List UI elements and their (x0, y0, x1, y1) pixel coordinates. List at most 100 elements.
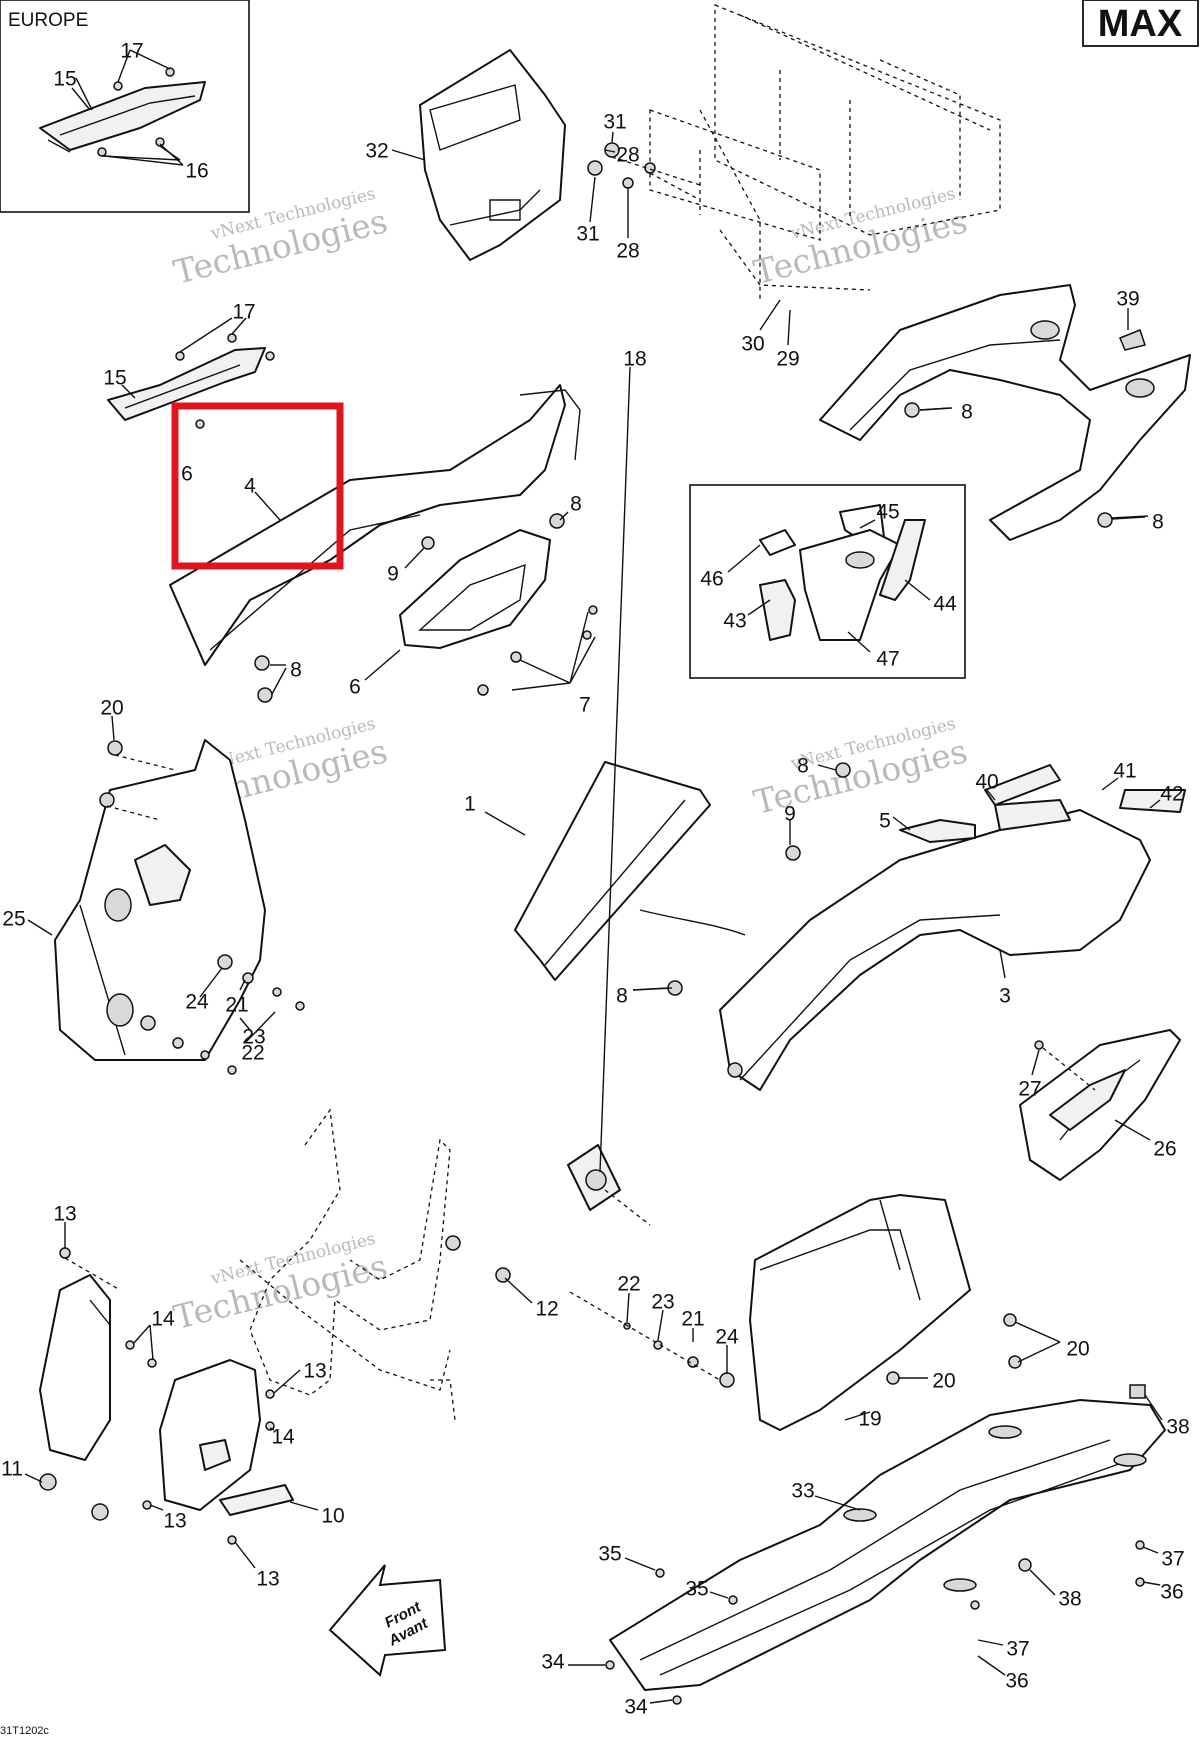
callout-leader-line (999, 949, 1006, 979)
callout-15: 15 (53, 68, 76, 91)
callout-15: 15 (103, 367, 126, 390)
callout-33: 33 (791, 1480, 814, 1503)
callout-38: 38 (1166, 1416, 1189, 1439)
callout-13: 13 (256, 1568, 279, 1591)
part-19-panel (749, 1194, 971, 1431)
callout-32: 32 (365, 140, 388, 163)
callout-40: 40 (975, 771, 998, 794)
callout-leader-line (1014, 1321, 1061, 1343)
part-15-trim (107, 347, 266, 421)
callout-1: 1 (464, 793, 476, 816)
callout-8: 8 (290, 659, 302, 682)
callout-4: 4 (244, 475, 256, 498)
callout-47: 47 (876, 648, 899, 671)
callout-13: 13 (163, 1510, 186, 1533)
part-6-side-trim (399, 529, 551, 649)
callout-17: 17 (120, 40, 143, 63)
front-direction-arrow: Front Avant (328, 1564, 447, 1677)
callout-leader-line (559, 511, 569, 521)
callout-leader-line (24, 1473, 43, 1483)
part-headlight-housing-right (159, 1359, 261, 1511)
callout-5: 5 (879, 810, 891, 833)
callout-leader-line (289, 1501, 319, 1511)
callout-leader-line (504, 1277, 533, 1304)
callout-18: 18 (623, 348, 646, 371)
callout-leader-line (859, 519, 876, 529)
callout-23: 23 (651, 1291, 674, 1314)
callout-34: 34 (541, 1651, 565, 1674)
callout-leader-line (759, 299, 781, 331)
callout-leader-line (1114, 1119, 1151, 1141)
callout-41: 41 (1113, 760, 1136, 783)
callout-35: 35 (598, 1543, 621, 1566)
callout-leader-line (239, 979, 246, 991)
callout-37: 37 (1161, 1548, 1184, 1571)
callout-31: 31 (576, 223, 599, 246)
callout-leader-line (132, 1324, 151, 1345)
callout-8: 8 (570, 493, 582, 516)
callout-leader-line (269, 1427, 275, 1431)
callout-45: 45 (876, 501, 899, 524)
callout-8: 8 (797, 755, 809, 778)
callout-leader-line (104, 155, 184, 166)
callout-37: 37 (1006, 1638, 1029, 1661)
callout-leader-line (27, 919, 53, 936)
callout-leader-line (121, 384, 136, 399)
callout-leader-line (569, 611, 589, 684)
highlight-box (171, 402, 344, 570)
callout-3: 3 (999, 985, 1011, 1008)
callout-13: 13 (53, 1203, 76, 1226)
callout-leader-line (254, 491, 281, 521)
callout-27: 27 (1018, 1078, 1041, 1101)
callout-leader-line (657, 1309, 664, 1341)
callout-leader-line (1142, 1581, 1161, 1586)
part-4-side-panel (169, 384, 581, 666)
callout-leader-line (747, 599, 771, 616)
callout-leader-line (244, 1011, 276, 1044)
callout-leader-line (1144, 1394, 1163, 1421)
callout-20: 20 (100, 697, 123, 720)
callout-11: 11 (1, 1458, 23, 1481)
callout-36: 36 (1005, 1670, 1028, 1693)
callout-leader-line (199, 967, 223, 998)
callout-leader-line (149, 1504, 164, 1511)
detail-inset-43-47 (689, 484, 966, 679)
callout-34: 34 (624, 1696, 648, 1719)
callout-24: 24 (185, 991, 209, 1014)
callout-36: 36 (1160, 1581, 1183, 1604)
callout-23: 23 (242, 1026, 265, 1049)
callout-leader-line (604, 149, 616, 153)
callout-30: 30 (741, 333, 764, 356)
part-headlight-housing-left (39, 1274, 111, 1461)
callout-24: 24 (715, 1326, 739, 1349)
callout-leader-line (986, 789, 996, 801)
callout-leader-line (904, 579, 931, 601)
callout-leader-line (977, 1639, 1004, 1646)
callout-leader-line (611, 131, 614, 143)
callout-leader-line (1111, 516, 1146, 520)
callout-leader-line (1101, 777, 1119, 791)
callout-20: 20 (932, 1370, 955, 1393)
part-3-fender (719, 799, 1151, 1091)
part-26-footrest (1019, 1029, 1181, 1181)
callout-28: 28 (616, 144, 639, 167)
callout-6: 6 (349, 676, 361, 699)
callout-leader-line (727, 544, 761, 573)
callout-leader-line (624, 1557, 656, 1571)
callout-leader-line (159, 143, 184, 166)
part-18-grommet (567, 1144, 621, 1211)
callout-leader-line (919, 407, 951, 411)
callout-leader-line (391, 149, 426, 161)
callout-leader-line (271, 667, 287, 695)
callout-leader-line (1149, 799, 1161, 809)
callout-26: 26 (1153, 1138, 1176, 1161)
callout-19: 19 (858, 1408, 881, 1431)
callout-43: 43 (723, 610, 746, 633)
callout-leader-line (1031, 1049, 1040, 1076)
callout-leader-line (511, 682, 571, 691)
callout-leader-line (1029, 1569, 1056, 1596)
callout-leader-line (626, 1292, 630, 1323)
part-39-rear-fender (819, 284, 1191, 541)
